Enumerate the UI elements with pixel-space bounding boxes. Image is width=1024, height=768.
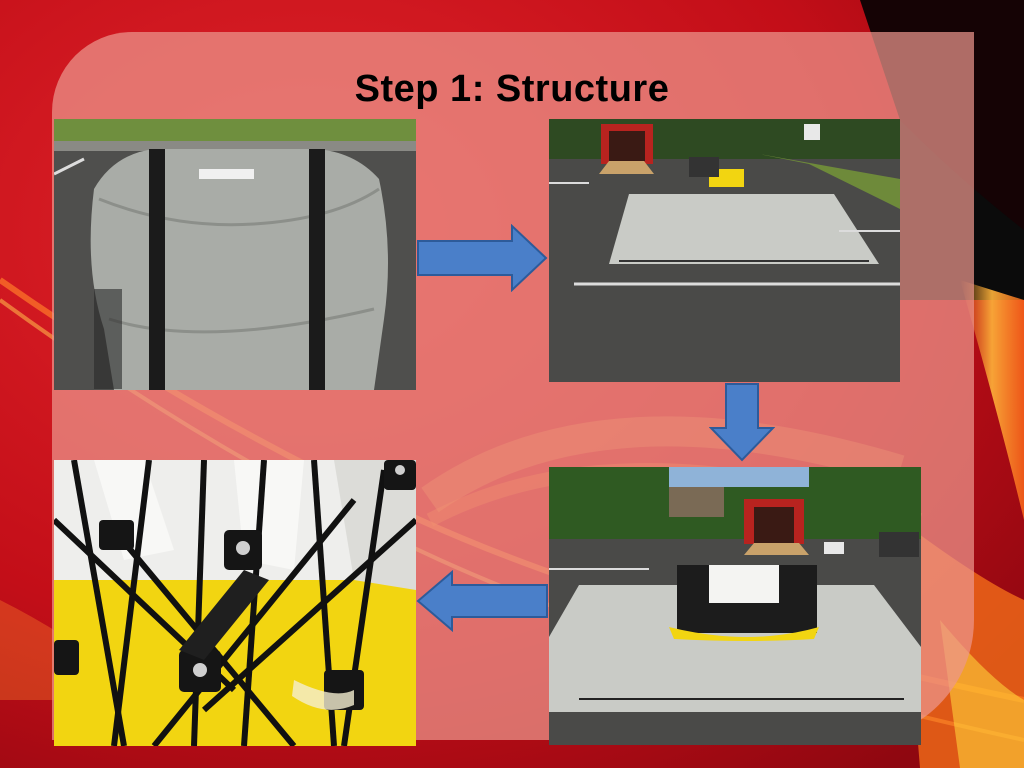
ground-tarp-layout-photo <box>549 119 900 382</box>
arrow-left-icon <box>416 570 549 632</box>
frame-closeup-photo <box>54 460 416 746</box>
arrow-right-icon <box>416 224 548 292</box>
slide-title: Step 1: Structure <box>354 68 670 110</box>
frame-on-tarp-photo <box>549 467 921 745</box>
arrow-down-icon <box>709 382 775 462</box>
packed-shelter-bag-photo <box>54 119 416 390</box>
